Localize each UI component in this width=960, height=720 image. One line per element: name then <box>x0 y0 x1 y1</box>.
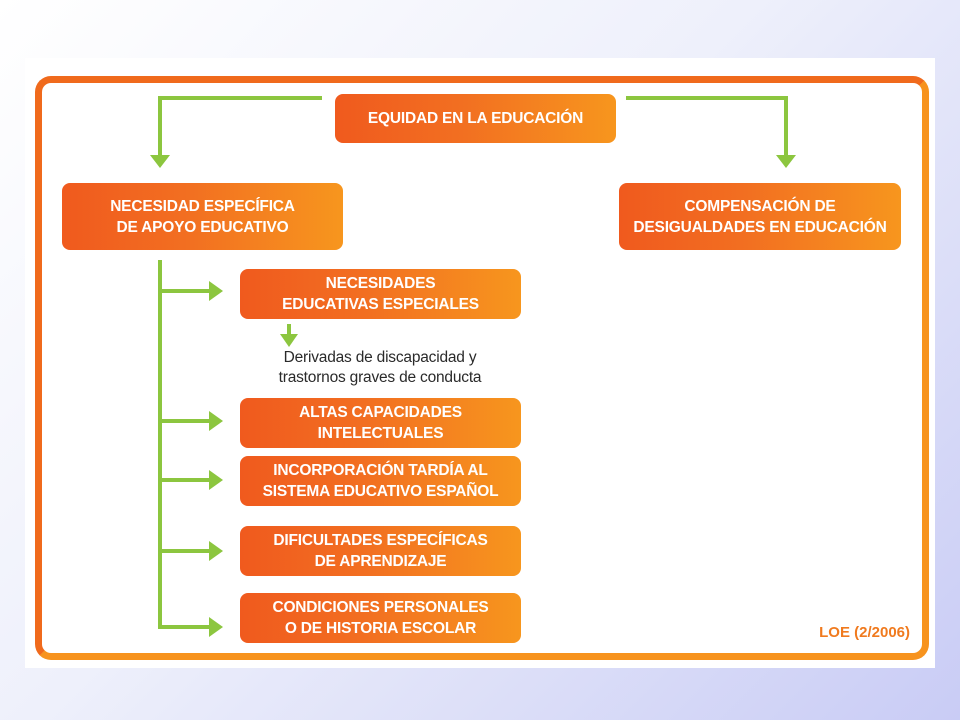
root-box: EQUIDAD EN LA EDUCACIÓN <box>335 94 616 143</box>
left-branch-box: NECESIDAD ESPECÍFICA DE APOYO EDUCATIVO <box>62 183 343 250</box>
item-box-special-needs: NECESIDADES EDUCATIVAS ESPECIALES <box>240 269 521 319</box>
right-branch-box: COMPENSACIÓN DE DESIGUALDADES EN EDUCACI… <box>619 183 901 250</box>
item-box-personal-conditions: CONDICIONES PERSONALES O DE HISTORIA ESC… <box>240 593 521 643</box>
item-box-learning-difficulties: DIFICULTADES ESPECÍFICAS DE APRENDIZAJE <box>240 526 521 576</box>
item-box-high-abilities: ALTAS CAPACIDADES INTELECTUALES <box>240 398 521 448</box>
item-box-late-incorporation: INCORPORACIÓN TARDÍA AL SISTEMA EDUCATIV… <box>240 456 521 506</box>
source-label: LOE (2/2006) <box>819 624 910 641</box>
special-needs-note: Derivadas de discapacidad y trastornos g… <box>278 349 482 386</box>
